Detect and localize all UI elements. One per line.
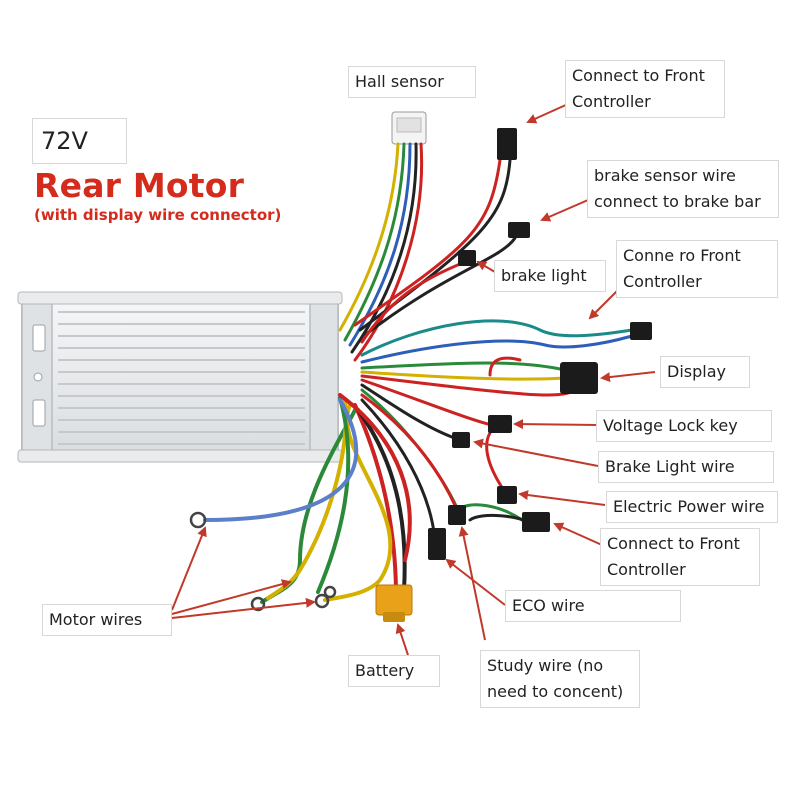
brake-light-label: brake light <box>494 260 606 292</box>
brake-sensor-label: brake sensor wire connect to brake bar <box>587 160 779 218</box>
diagram-title: Rear Motor <box>34 166 245 205</box>
connect-front-label-2: Conne ro Front Controller <box>616 240 778 298</box>
ring-terminals <box>189 511 337 612</box>
connectors <box>375 128 652 622</box>
brake-light-wire-label: Brake Light wire <box>598 451 774 483</box>
study-wire-label: Study wire (no need to concent) <box>480 650 640 708</box>
voltage-lock-label: Voltage Lock key <box>596 410 772 442</box>
battery-label: Battery <box>348 655 440 687</box>
display-label: Display <box>660 356 750 388</box>
hall-sensor-connector <box>391 111 427 145</box>
hall-sensor-label: Hall sensor <box>348 66 476 98</box>
connect-front-label-1: Connect to Front Controller <box>565 60 725 118</box>
eco-wire-label: ECO wire <box>505 590 681 622</box>
voltage-label: 72V <box>32 118 127 164</box>
electric-power-label: Electric Power wire <box>606 491 778 523</box>
controller-housing <box>17 291 343 463</box>
diagram-subtitle: (with display wire connector) <box>34 206 282 224</box>
pointer-arrows <box>171 103 656 656</box>
motor-wires-label: Motor wires <box>42 604 172 636</box>
wire-bundle <box>203 142 634 604</box>
connect-front-label-3: Connect to Front Controller <box>600 528 760 586</box>
